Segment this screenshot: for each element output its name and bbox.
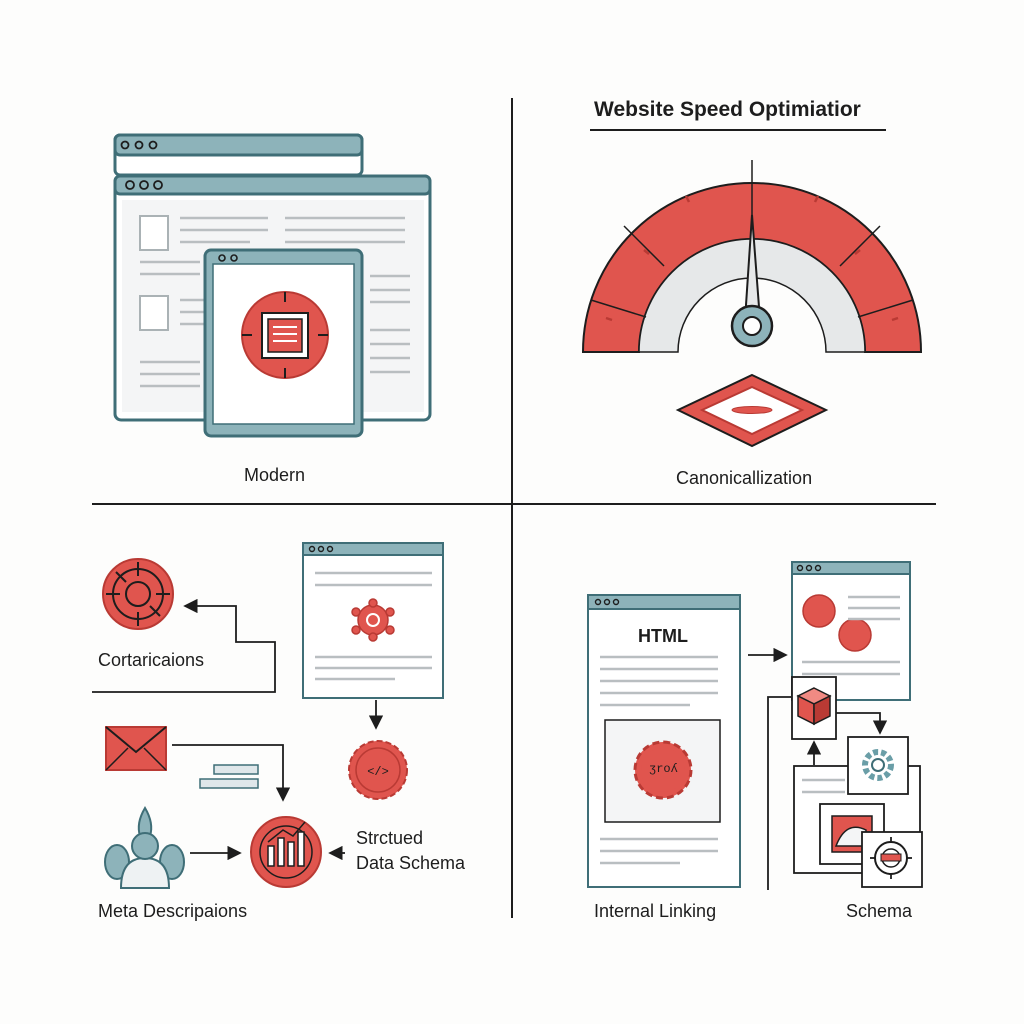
internal-linking-caption: Internal Linking: [594, 901, 717, 921]
modern-caption: Modern: [244, 465, 306, 485]
speed-optimization-title: Website Speed Optimiatior: [594, 98, 861, 121]
gear-badge-icon: [633, 740, 693, 800]
diamond-icon: [675, 373, 829, 448]
crosshair-target-icon: [102, 558, 174, 630]
speedometer-gauge-icon: [581, 160, 923, 353]
html-heading: HTML: [638, 626, 688, 646]
svg-text:</>: </>: [367, 765, 389, 779]
schema-caption: Schema: [846, 901, 913, 921]
gear-badge-text: ʒroʎ: [649, 762, 678, 776]
structured-data-caption-line1: Strctued: [356, 828, 424, 848]
cube-icon: [791, 676, 837, 740]
document-target-icon: [241, 291, 329, 379]
envelope-icon: [105, 726, 167, 771]
cortaricaions-caption: Cortaricaions: [98, 650, 205, 670]
compass-icon: [861, 831, 923, 888]
code-gear-icon: </>: [348, 740, 408, 800]
meta-descriptions-caption: Meta Descripaions: [98, 901, 248, 921]
canonicalization-caption: Canonicallization: [676, 468, 813, 488]
bar-chart-icon: [250, 816, 322, 888]
text-lines-icon: [199, 764, 259, 789]
gear-icon: [847, 736, 909, 795]
user-group-icon: [104, 806, 185, 889]
connector-lines: [92, 598, 384, 861]
browser-gear-icon: [302, 542, 444, 699]
structured-data-caption-line2: Data Schema: [356, 853, 466, 873]
quadrant-dividers: [92, 98, 936, 918]
